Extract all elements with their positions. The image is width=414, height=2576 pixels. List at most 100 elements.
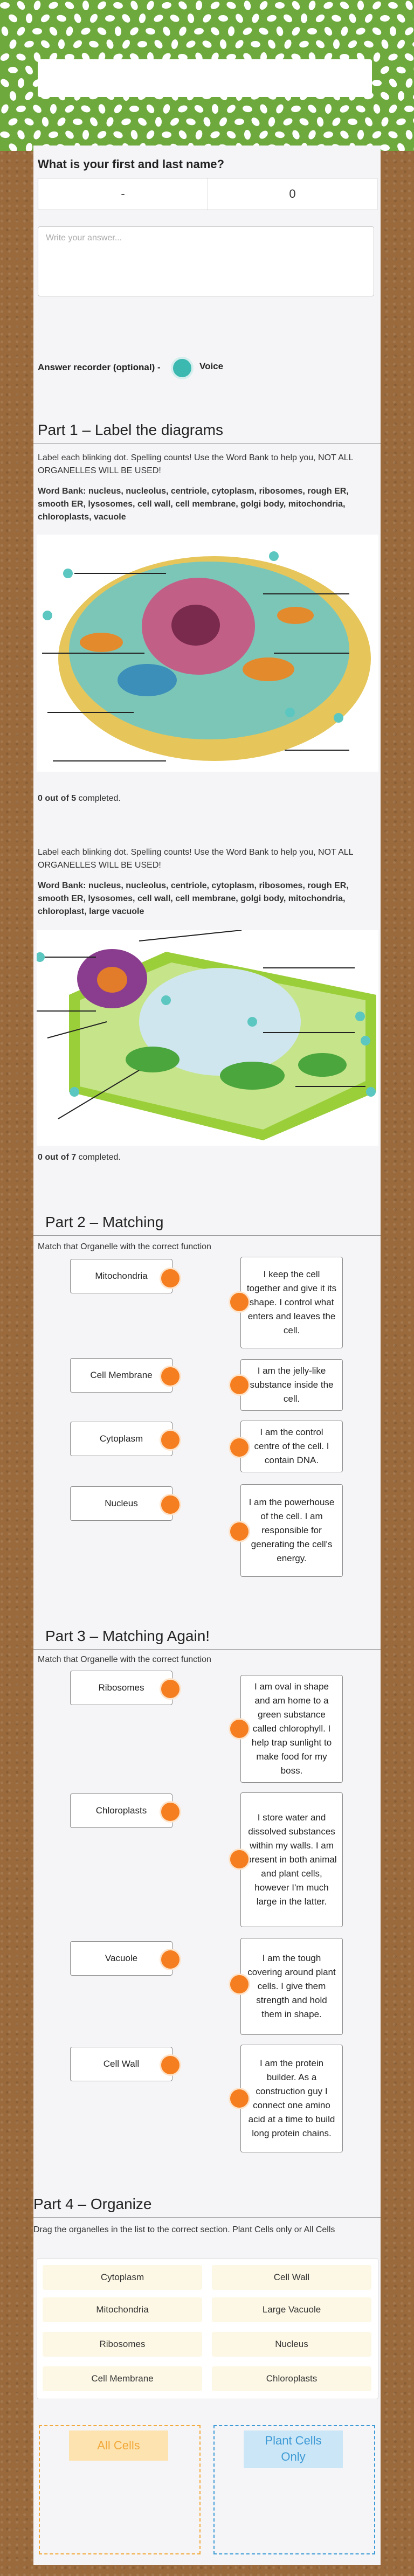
chip-ribosomes[interactable]: Ribosomes [43,2332,202,2357]
mitochondria-shape-2 [80,633,123,652]
pebble-decoration [404,0,414,11]
blink-dot-7[interactable] [70,1087,79,1097]
chip-chloroplasts[interactable]: Chloroplasts [212,2366,371,2391]
part4-rule [33,2217,381,2218]
pebble-decoration [97,103,107,115]
chip-nucleus[interactable]: Nucleus [212,2332,371,2357]
pebble-decoration [153,38,164,50]
part2-right-dot-1[interactable] [229,1291,250,1313]
plant-cells-drop-zone[interactable]: Plant Cells Only [213,2425,375,2554]
pebble-decoration [250,116,261,128]
pebble-decoration [250,40,261,48]
part3-right-card-2[interactable]: I store water and dissolved substances w… [240,1792,343,1927]
animal-cell-diagram [37,535,378,772]
pebble-decoration [185,39,197,50]
pebble-decoration [72,118,83,126]
pebble-decoration [306,103,318,115]
chip-large-vacuole[interactable]: Large Vacuole [212,2297,371,2322]
pebble-decoration [25,142,33,151]
part3-left-card-2[interactable]: Chloroplasts [70,1793,172,1828]
chip-cytoplasm[interactable]: Cytoplasm [43,2265,202,2290]
pebble-decoration [105,116,115,128]
pebble-decoration [185,117,197,127]
part2-right-dot-3[interactable] [229,1437,250,1458]
pebble-decoration [112,103,124,115]
blink-dot-10[interactable] [355,1012,365,1021]
mitochondria-shape [243,657,294,681]
voice-record-button[interactable] [171,357,194,379]
pebble-decoration [387,103,399,115]
pebble-decoration [298,116,310,127]
all-cells-drop-zone[interactable]: All Cells [39,2425,201,2554]
pebble-decoration [177,25,188,37]
part2-right-card-2[interactable]: I am the jelly-like substance inside the… [240,1359,343,1411]
pebble-decoration [155,117,162,127]
part2-left-card-3[interactable]: Cytoplasm [70,1422,172,1456]
part3-left-dot-1[interactable] [160,1678,181,1700]
part2-right-card-4[interactable]: I am the powerhouse of the cell. I am re… [240,1484,343,1577]
chip-mitochondria[interactable]: Mitochondria [43,2297,202,2322]
chip-cell-wall[interactable]: Cell Wall [212,2265,371,2290]
blink-dot-5[interactable] [334,713,343,723]
blink-dot-12[interactable] [366,1087,376,1097]
part2-left-dot-2[interactable] [160,1366,181,1387]
diagram1-progress: 0 out of 5 completed. [38,792,121,805]
pebble-decoration [258,26,270,36]
pebble-decoration [65,25,74,37]
chip-cell-membrane[interactable]: Cell Membrane [43,2366,202,2391]
pebble-decoration [380,144,390,151]
part3-right-card-1[interactable]: I am oval in shape and am home to a gree… [240,1675,343,1783]
part2-left-dot-4[interactable] [160,1494,181,1515]
blink-dot-8[interactable] [161,995,171,1005]
blink-dot-4[interactable] [43,611,52,620]
part3-left-card-4[interactable]: Cell Wall [70,2047,172,2081]
part2-left-card-2[interactable]: Cell Membrane [70,1358,172,1393]
pebble-decoration [396,142,406,151]
part2-right-dot-2[interactable] [229,1374,250,1396]
pebble-decoration [363,39,375,49]
part2-right-card-3[interactable]: I am the control centre of the cell. I c… [240,1421,343,1472]
pebble-decoration [114,26,122,37]
last-name-cell[interactable]: 0 [289,187,296,200]
part2-left-dot-3[interactable] [160,1429,181,1451]
part3-right-dot-1[interactable] [229,1718,250,1740]
blink-dot-3[interactable] [285,708,295,717]
blink-dot-1[interactable] [63,569,73,578]
part2-left-dot-1[interactable] [160,1268,181,1289]
chloroplast-shape-1 [126,1047,180,1072]
part3-left-card-1[interactable]: Ribosomes [70,1671,172,1705]
pebble-decoration [17,78,25,88]
blink-dot-6[interactable] [37,952,45,962]
answer-recorder-label: Answer recorder (optional) - [38,362,161,372]
answer-textarea[interactable]: Write your answer... [38,226,374,296]
part3-right-card-3[interactable]: I am the tough covering around plant cel… [240,1938,343,2035]
pebble-decoration [16,105,26,113]
part3-right-dot-2[interactable] [229,1848,250,1870]
pebble-decoration [144,103,156,115]
pebble-decoration [162,131,171,138]
name-input-table[interactable]: - 0 [38,178,377,210]
pebble-decoration [403,25,414,37]
part3-left-dot-3[interactable] [160,1949,181,1970]
part2-right-dot-4[interactable] [229,1521,250,1542]
pebble-decoration [371,0,383,11]
pebble-decoration [290,25,302,37]
part3-left-dot-4[interactable] [160,2054,181,2076]
part3-left-dot-2[interactable] [160,1801,181,1823]
blink-dot-2[interactable] [269,551,279,561]
pebble-decoration [339,0,350,11]
part2-left-card-4[interactable]: Nucleus [70,1486,172,1521]
part2-right-card-1[interactable]: I keep the cell together and give it its… [240,1257,343,1348]
part3-right-card-4[interactable]: I am the protein builder. As a construct… [240,2045,343,2152]
pebble-decoration [201,12,213,24]
part3-left-card-3[interactable]: Vacuole [70,1941,172,1976]
first-name-cell[interactable]: - [121,187,125,200]
blink-dot-11[interactable] [361,1036,370,1045]
pebble-decoration [80,104,92,114]
part3-right-dot-4[interactable] [229,2088,250,2109]
blink-dot-9[interactable] [247,1017,257,1027]
pebble-decoration [15,0,27,11]
pebble-decoration [403,52,414,63]
part3-right-dot-3[interactable] [229,1973,250,1995]
part2-left-card-1[interactable]: Mitochondria [70,1259,172,1293]
